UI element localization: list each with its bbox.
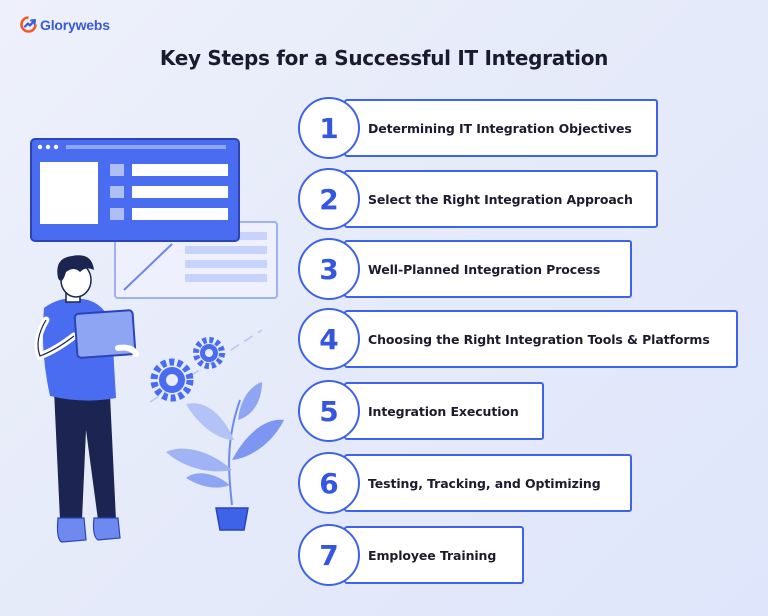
step-label: Determining IT Integration Objectives xyxy=(368,120,632,136)
main-window-graphic xyxy=(30,138,240,242)
step-box: Testing, Tracking, and Optimizing xyxy=(344,454,632,512)
step-number: 3 xyxy=(319,252,339,286)
brand-name: Glorywebs xyxy=(40,16,110,33)
step-number-badge: 2 xyxy=(298,168,360,230)
step-number: 2 xyxy=(319,182,339,216)
step-box: Choosing the Right Integration Tools & P… xyxy=(344,310,738,368)
step-number-badge: 4 xyxy=(298,308,360,370)
integration-illustration xyxy=(30,138,284,543)
plant-graphic xyxy=(166,382,284,531)
step-number-badge: 7 xyxy=(298,524,360,586)
step-label: Testing, Tracking, and Optimizing xyxy=(368,475,601,491)
brand-logo: Glorywebs xyxy=(20,16,110,33)
step-number: 7 xyxy=(319,538,339,572)
step-box: Integration Execution xyxy=(344,382,544,440)
logo-mark-icon xyxy=(20,16,37,33)
step-number: 6 xyxy=(319,466,339,500)
page-title: Key Steps for a Successful IT Integratio… xyxy=(159,46,609,70)
step-label: Choosing the Right Integration Tools & P… xyxy=(368,331,710,347)
person-graphic xyxy=(34,255,139,543)
step-number-badge: 5 xyxy=(298,380,360,442)
step-label: Well-Planned Integration Process xyxy=(368,261,601,277)
step-box: Employee Training xyxy=(344,526,524,584)
step-number: 4 xyxy=(319,322,339,356)
step-box: Well-Planned Integration Process xyxy=(344,240,632,298)
step-label: Employee Training xyxy=(368,547,497,563)
step-label: Integration Execution xyxy=(368,403,519,419)
step-number-badge: 6 xyxy=(298,452,360,514)
step-label: Select the Right Integration Approach xyxy=(368,191,633,207)
step-box: Select the Right Integration Approach xyxy=(344,170,658,228)
step-number-badge: 3 xyxy=(298,238,360,300)
step-number: 1 xyxy=(319,111,339,145)
gears-graphic xyxy=(149,329,263,403)
step-number: 5 xyxy=(319,394,339,428)
step-box: Determining IT Integration Objectives xyxy=(344,99,658,157)
step-number-badge: 1 xyxy=(298,97,360,159)
